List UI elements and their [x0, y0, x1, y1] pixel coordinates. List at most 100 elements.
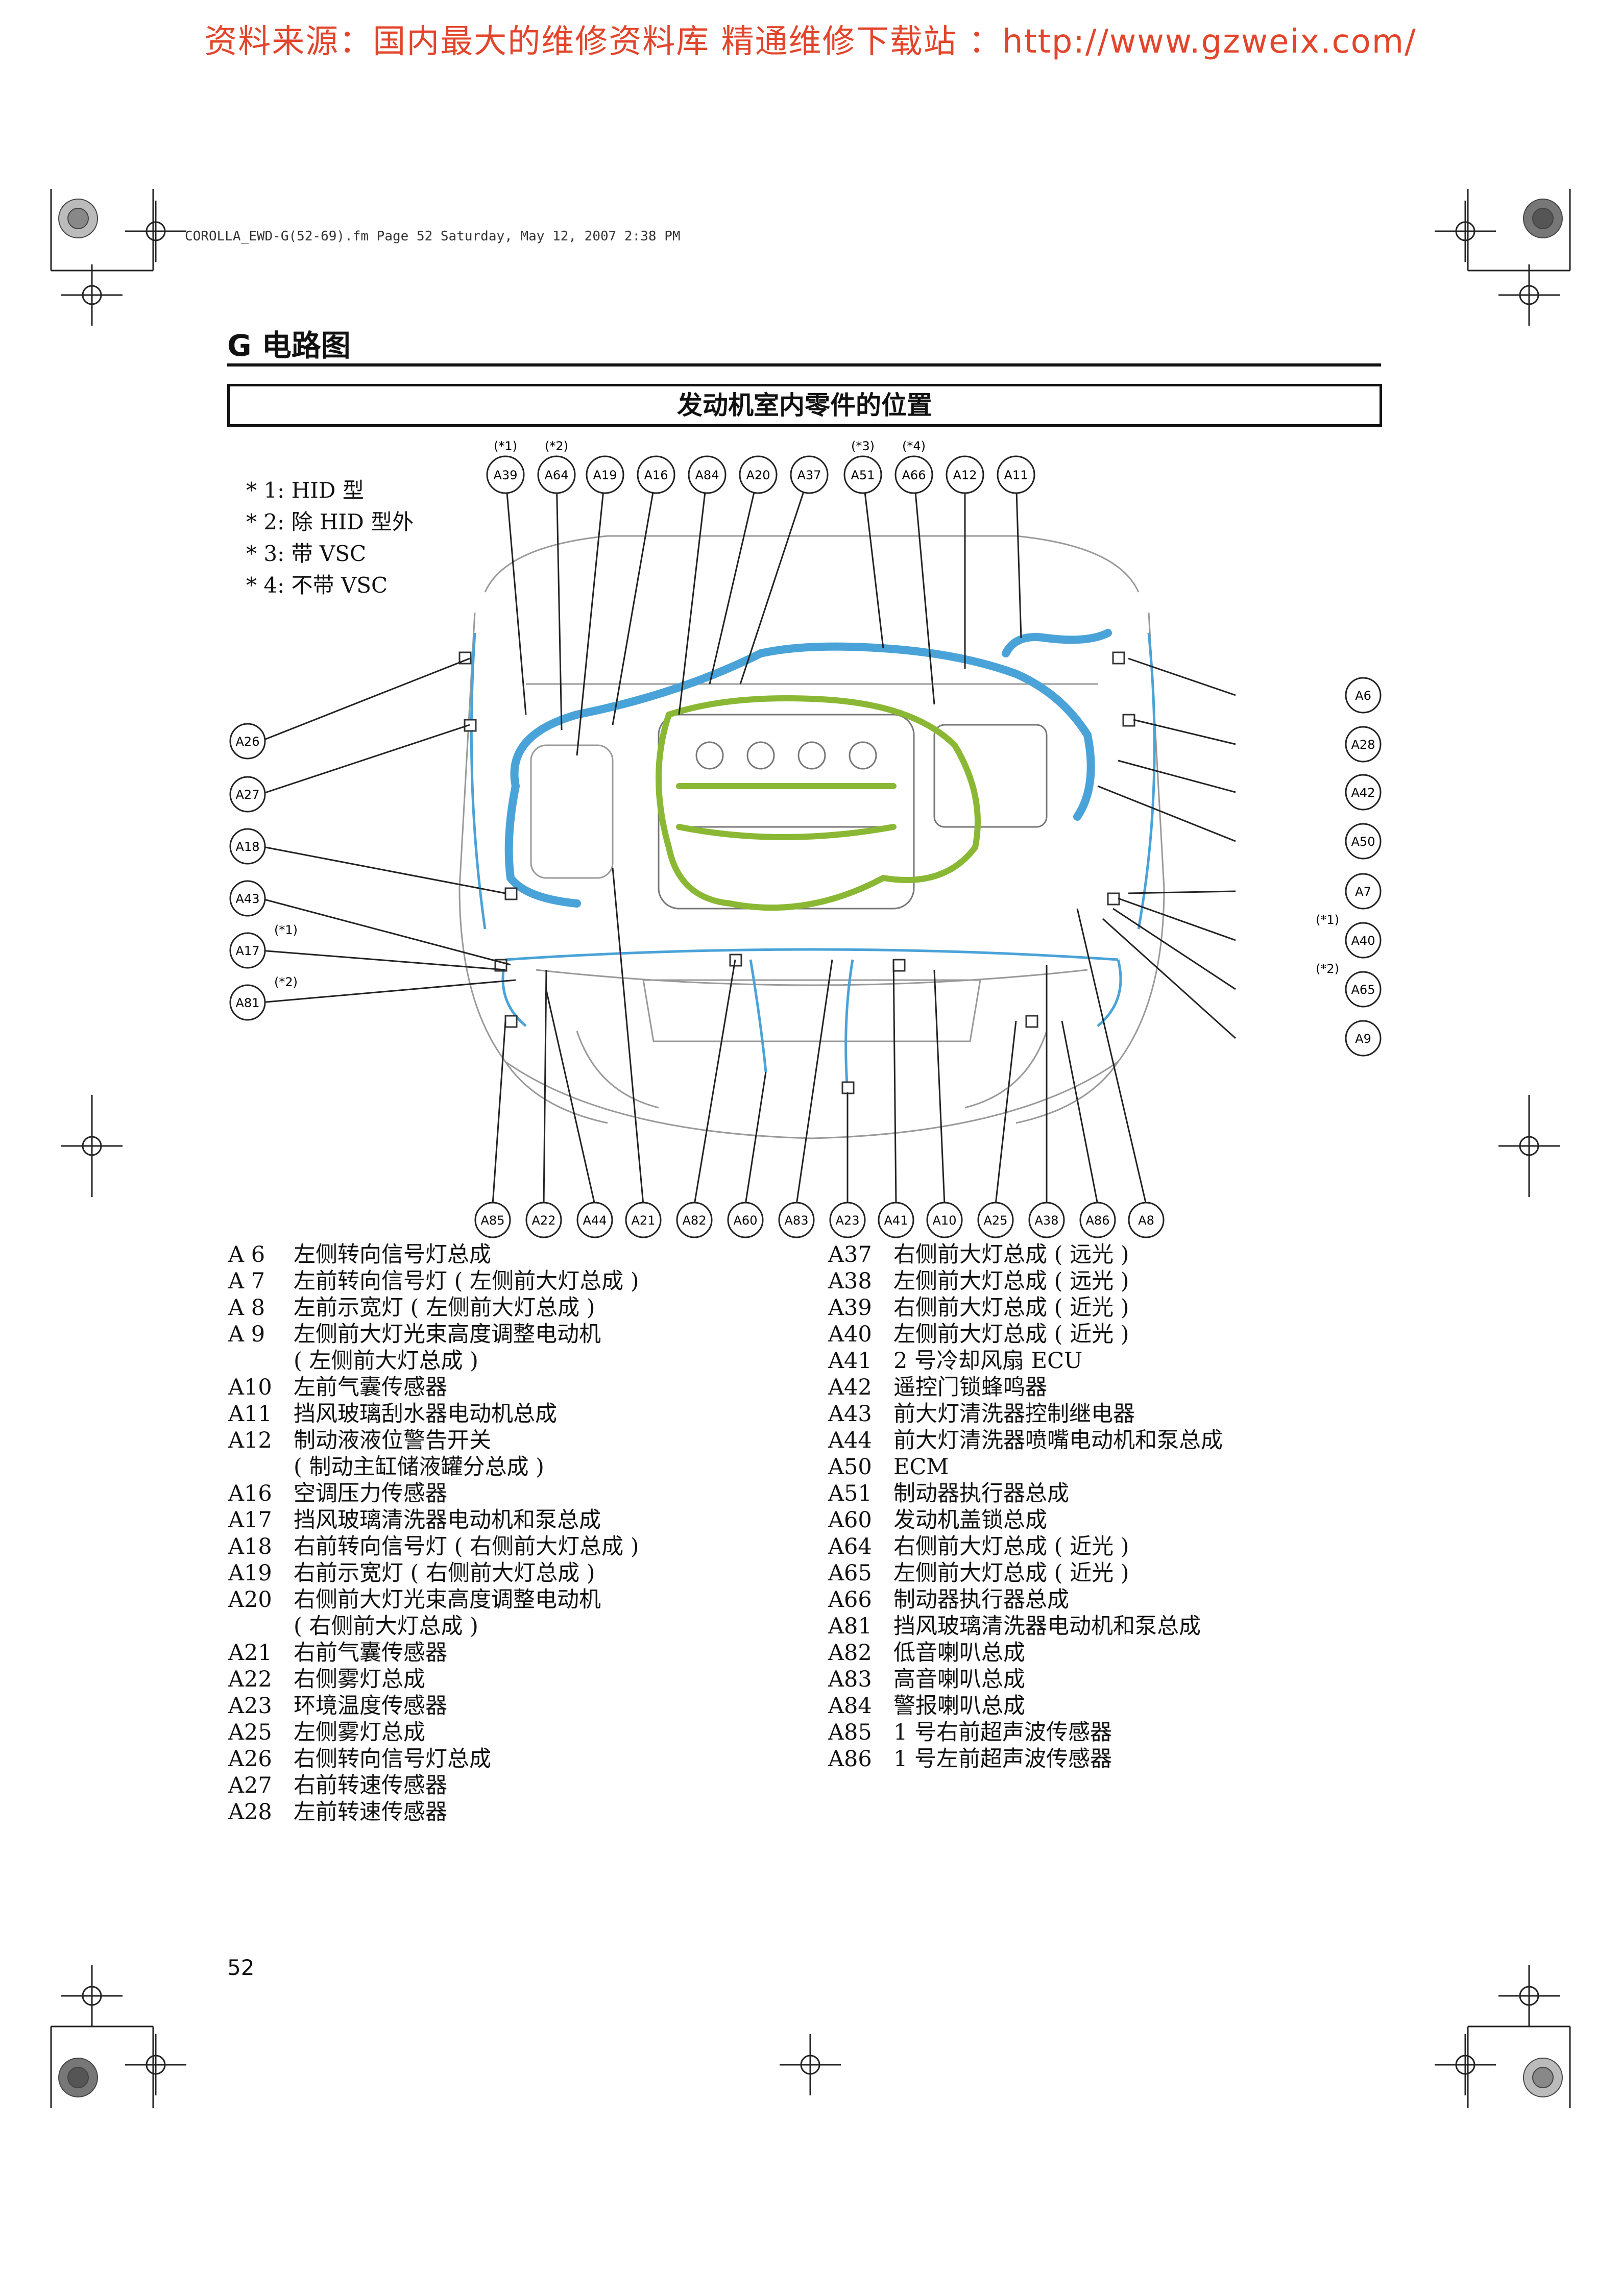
- legend-row: A41 2 号冷却风扇 ECU: [828, 1348, 1223, 1374]
- callout-bubble: A22: [525, 1202, 562, 1238]
- variant-mark: (*1): [1316, 913, 1339, 927]
- legend-desc: ( 制动主缸储液罐分总成 ): [294, 1454, 544, 1480]
- legend-row: A17 挡风玻璃清洗器电动机和泵总成: [228, 1507, 639, 1533]
- callout-label: A12: [953, 468, 977, 482]
- legend-row: A10 左前气囊传感器: [228, 1374, 639, 1401]
- legend-code: A37: [828, 1242, 872, 1267]
- legend-code: A20: [228, 1587, 272, 1613]
- legend-code: A60: [828, 1507, 872, 1533]
- legend-code: A 9: [228, 1322, 265, 1347]
- legend-code: A41: [828, 1348, 872, 1374]
- file-info-line: COROLLA_EWD-G(52-69).fm Page 52 Saturday…: [185, 229, 681, 244]
- legend-code: A85: [828, 1720, 872, 1745]
- note-item: * 1: HID 型: [246, 478, 364, 503]
- legend-desc: 1 号左前超声波传感器: [893, 1746, 1112, 1772]
- callout-bubble: A84: [688, 455, 727, 494]
- diagram-subheading: 发动机室内零件的位置: [227, 384, 1382, 427]
- notes-block: * 1: HID 型 * 2: 除 HID 型外 * 3: 带 VSC * 4:…: [246, 475, 414, 601]
- legend-code: A19: [228, 1560, 272, 1586]
- legend-row: ( 左侧前大灯总成 ): [228, 1348, 639, 1374]
- callouts-left: A26 A27 A18 A43 A17 A81 (*1) (*2): [229, 723, 298, 1021]
- callout-bubble: A41: [878, 1202, 914, 1238]
- callout-bubble: A8: [1128, 1202, 1165, 1238]
- callout-label: A39: [494, 468, 518, 482]
- callout-label: A27: [236, 788, 260, 802]
- legend-desc: 1 号右前超声波传感器: [893, 1720, 1112, 1745]
- callout-label: A26: [236, 735, 260, 749]
- legend-desc: 左前转速传感器: [294, 1799, 447, 1825]
- legend-desc: 制动器执行器总成: [893, 1481, 1069, 1506]
- legend-code: A22: [228, 1667, 272, 1692]
- legend-code: A21: [228, 1640, 272, 1666]
- legend-code: A27: [228, 1773, 272, 1798]
- callout-label: A83: [785, 1213, 809, 1228]
- legend-code: A86: [828, 1746, 872, 1772]
- callout-bubble: A25: [977, 1202, 1014, 1238]
- page-number: 52: [227, 1955, 255, 1980]
- legend-code: A16: [228, 1481, 272, 1506]
- legend-code: [228, 1348, 294, 1374]
- legend-row: A39 右侧前大灯总成 ( 近光 ): [828, 1294, 1223, 1321]
- legend-desc: 右侧前大灯总成 ( 远光 ): [893, 1242, 1129, 1267]
- legend-desc: 2 号冷却风扇 ECU: [893, 1348, 1083, 1374]
- legend-desc: 前大灯清洗器控制继电器: [893, 1401, 1135, 1427]
- legend-desc: 左前气囊传感器: [294, 1375, 447, 1400]
- callout-bubble: A50: [1345, 823, 1382, 860]
- note-item: * 2: 除 HID 型外: [246, 509, 414, 534]
- callout-bubble: A6: [1345, 677, 1382, 714]
- callout-label: A66: [902, 468, 926, 482]
- callouts-top: A39 A64 A19 A16 A84 A20 A37 A51 A66 A12 …: [486, 439, 1035, 494]
- legend-desc: 挡风玻璃清洗器电动机和泵总成: [294, 1507, 601, 1533]
- variant-mark: (*2): [1316, 962, 1339, 976]
- callout-label: A82: [683, 1213, 707, 1228]
- callout-label: A85: [481, 1213, 505, 1228]
- callout-label: A51: [851, 468, 875, 482]
- legend-desc: 挡风玻璃刮水器电动机总成: [294, 1401, 557, 1427]
- legend-code: A10: [228, 1375, 272, 1400]
- callout-bubble: A64: [537, 455, 576, 494]
- engine-compartment-diagram: A39 A64 A19 A16 A84 A20 A37 A51 A66 A12 …: [229, 439, 1382, 1238]
- legend-code: A39: [828, 1295, 872, 1321]
- color-wheel-marks: [58, 199, 1563, 2097]
- callout-label: A50: [1351, 835, 1375, 849]
- callout-bubble: A60: [727, 1202, 764, 1238]
- legend-code: A 6: [228, 1242, 265, 1267]
- legend-code: A18: [228, 1534, 272, 1559]
- legend-desc: 制动液液位警告开关: [294, 1428, 491, 1453]
- legend-desc: 警报喇叭总成: [893, 1693, 1025, 1719]
- section-rule: [227, 363, 1381, 367]
- legend-desc: 左侧转向信号灯总成: [294, 1242, 491, 1267]
- callout-label: A38: [1035, 1213, 1059, 1228]
- legend-code: A28: [228, 1799, 272, 1825]
- legend-code: [228, 1613, 294, 1640]
- callout-bubble: A28: [1345, 726, 1382, 763]
- wire-harness-green: [656, 695, 981, 911]
- callout-bubble: A42: [1345, 774, 1382, 811]
- callout-bubble: A44: [576, 1202, 613, 1238]
- legend-code: A 7: [228, 1268, 265, 1294]
- variant-mark: (*4): [902, 439, 926, 453]
- legend-code: A23: [228, 1693, 272, 1719]
- callout-label: A23: [836, 1213, 860, 1228]
- watermark-banner: 资料来源：国内最大的维修资料库 精通维修下载站 ：http://www.gzwe…: [204, 23, 1417, 61]
- callout-bubble: A82: [676, 1202, 713, 1238]
- legend-desc: 右侧前大灯总成 ( 近光 ): [893, 1295, 1129, 1321]
- callout-label: A44: [583, 1213, 607, 1228]
- callout-bubble: A20: [739, 455, 778, 494]
- callout-bubble: A12: [946, 455, 984, 494]
- legend-code: A81: [828, 1614, 872, 1639]
- car-body-outline: [458, 535, 1165, 1139]
- legend-code: A17: [228, 1507, 272, 1533]
- legend-desc: 左侧前大灯总成 ( 远光 ): [893, 1268, 1129, 1294]
